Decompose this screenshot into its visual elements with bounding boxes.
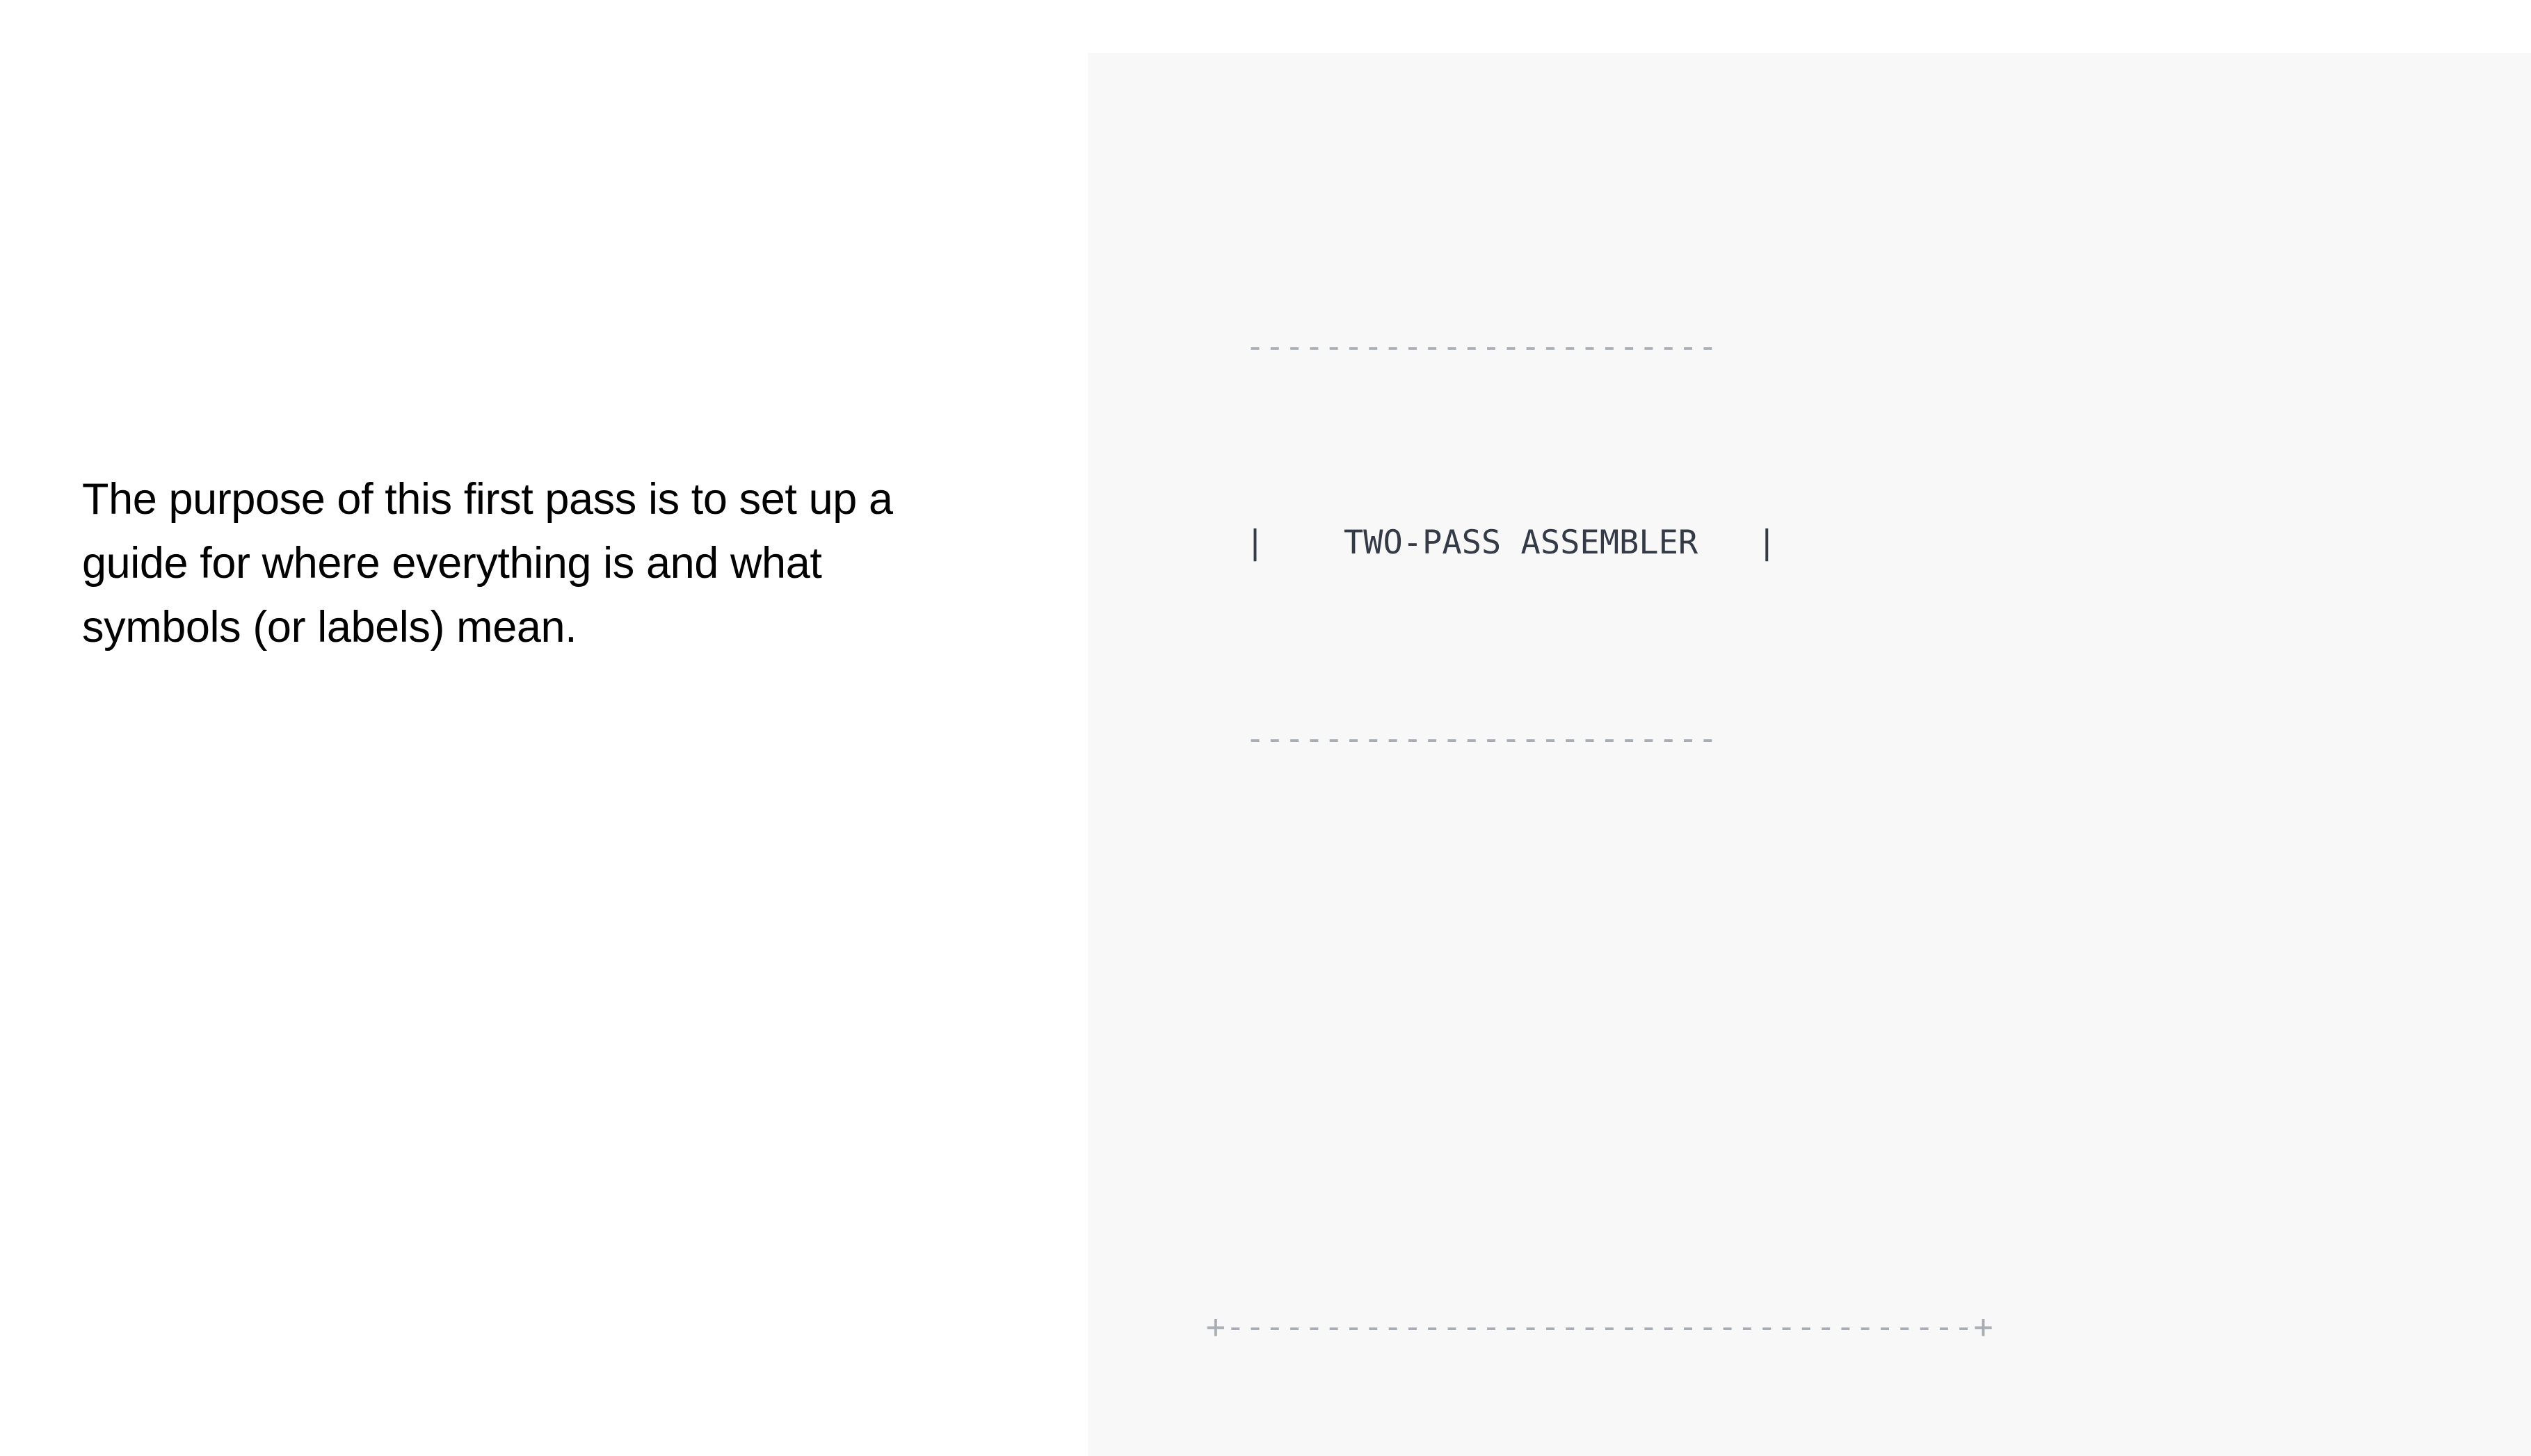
spacer-1 — [1088, 968, 2531, 1033]
slide-text-pane: The purpose of this first pass is to set… — [0, 0, 1088, 1456]
title-box-title-row: | TWO-PASS ASSEMBLER | — [1088, 510, 2531, 576]
ascii-art-block: ------------------------ | TWO-PASS ASSE… — [1088, 53, 2531, 1456]
pass-box-top-rule: +--------------------------------------+ — [1088, 1295, 2531, 1360]
ascii-diagram-panel: ------------------------ | TWO-PASS ASSE… — [1088, 53, 2531, 1456]
title-box-top-rule: ------------------------ — [1088, 314, 2531, 380]
title-left-pipe: | — [1088, 524, 1344, 562]
title-right-pipe: | — [1698, 524, 1777, 562]
pass-top-rule-text: +--------------------------------------+ — [1088, 1308, 1993, 1346]
diagram-title: TWO-PASS ASSEMBLER — [1343, 524, 1698, 562]
title-bottom-rule-text: ------------------------ — [1088, 720, 1718, 758]
title-box-bottom-rule: ------------------------ — [1088, 706, 2531, 772]
title-top-rule-text: ------------------------ — [1088, 327, 1718, 366]
explanation-paragraph: The purpose of this first pass is to set… — [82, 475, 893, 652]
